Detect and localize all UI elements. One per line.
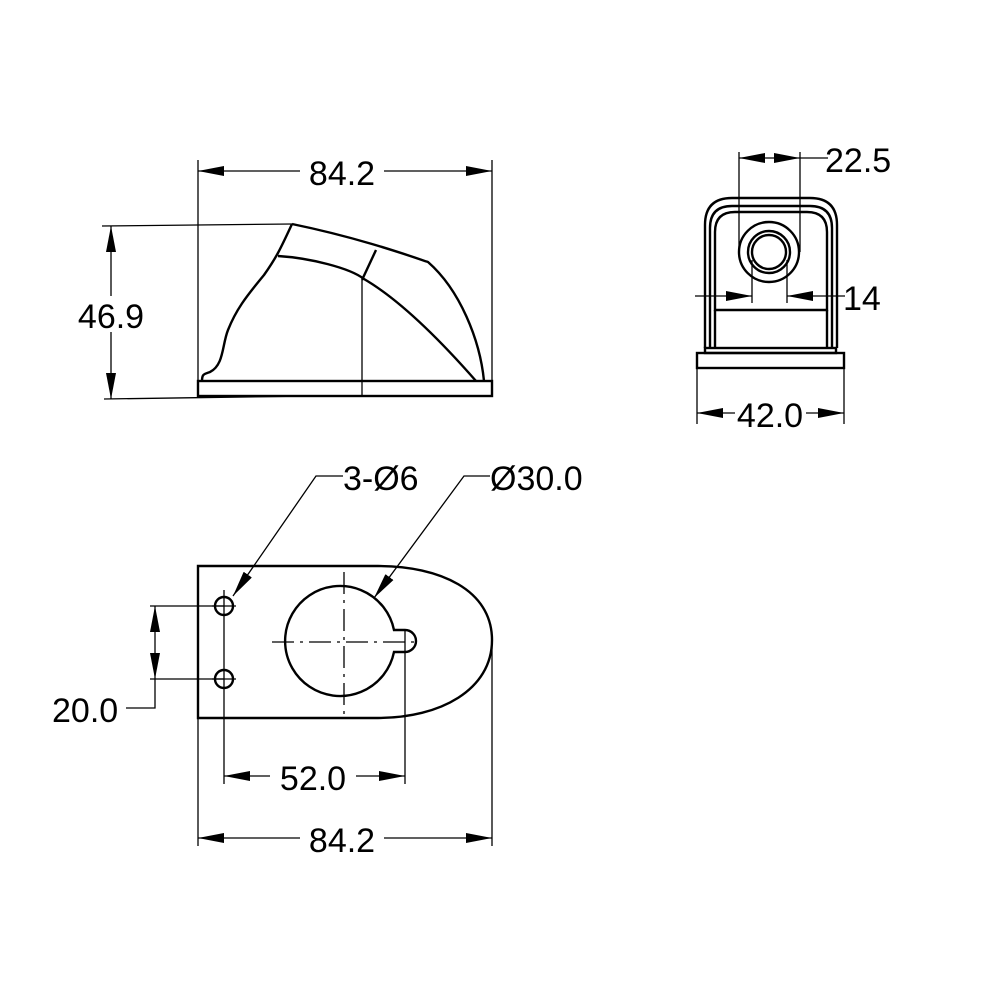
center-distance-dim: 52.0 <box>280 760 346 798</box>
side-outer-curve <box>291 222 486 382</box>
ext-line <box>101 223 293 227</box>
top-view: 20.0 52.0 84.2 3-Ø6 Ø30.0 <box>52 460 583 860</box>
side-left-profile <box>200 223 294 382</box>
front-width-dim: 42.0 <box>737 397 803 435</box>
ext-line <box>103 395 311 400</box>
front-outer-body-inner <box>708 204 834 348</box>
front-base-lip <box>703 346 838 355</box>
leader-line <box>373 475 490 599</box>
front-view: 22.5 14 42.0 <box>695 142 891 435</box>
top-width-dim: 84.2 <box>309 822 375 860</box>
mount-holes-callout: 3-Ø6 <box>343 460 419 498</box>
front-base-plate <box>695 351 846 370</box>
side-view: 84.2 46.9 <box>78 155 494 400</box>
front-inner-frame <box>713 210 829 312</box>
leader-line <box>232 475 343 597</box>
side-height-dim: 46.9 <box>78 298 144 336</box>
side-width-dim: 84.2 <box>309 155 375 193</box>
hole-spacing-dim: 20.0 <box>52 692 118 730</box>
side-section-line <box>360 249 378 281</box>
side-base-plate <box>196 379 494 398</box>
front-outer-body <box>703 196 839 348</box>
front-hole-ring <box>746 229 792 275</box>
side-inner-curve <box>277 254 477 382</box>
main-hole-callout: Ø30.0 <box>490 460 583 498</box>
top-outline <box>196 564 494 720</box>
leader-line <box>126 679 156 709</box>
front-hole-inner <box>750 233 788 271</box>
front-inner-dim: 14 <box>843 280 881 318</box>
main-hole <box>283 584 418 698</box>
front-outer-dim: 22.5 <box>825 142 891 180</box>
